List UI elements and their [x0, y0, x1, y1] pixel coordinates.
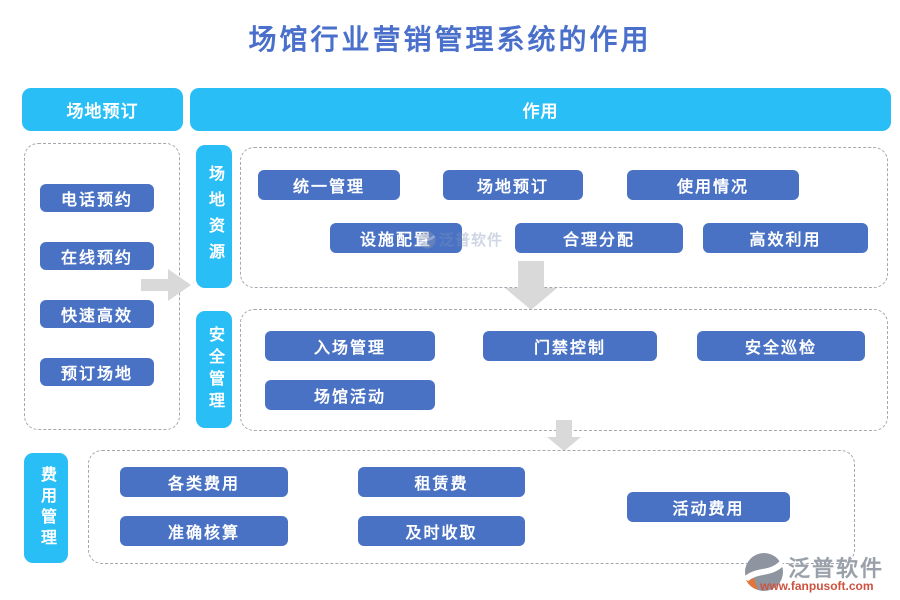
node-unified-management: 统一管理	[258, 170, 400, 200]
page-title: 场馆行业营销管理系统的作用	[248, 25, 652, 56]
node-book-venue: 预订场地	[40, 358, 154, 386]
node-rental-fee: 租赁费	[358, 467, 525, 497]
node-phone-booking: 电话预约	[40, 184, 154, 212]
label-fee-management: 费用管理	[24, 453, 68, 563]
brand-logo-icon	[744, 553, 784, 591]
node-entry-management: 入场管理	[265, 331, 435, 361]
node-timely-collection: 及时收取	[358, 516, 525, 546]
label-venue-resources: 场地资源	[196, 145, 232, 288]
safety-management-box	[240, 309, 888, 431]
node-accurate-accounting: 准确核算	[120, 516, 288, 546]
label-safety-management: 安全管理	[196, 311, 232, 428]
header-function: 作用	[190, 88, 891, 131]
node-reasonable-allocation: 合理分配	[515, 223, 683, 253]
node-various-fees: 各类费用	[120, 467, 288, 497]
node-safety-inspection: 安全巡检	[697, 331, 865, 361]
arrow-down-icon	[547, 420, 581, 451]
brand-name: 泛普软件	[788, 556, 885, 581]
arrow-down-icon	[505, 261, 557, 310]
node-online-booking: 在线预约	[40, 242, 154, 270]
fee-management-box	[88, 450, 855, 564]
node-venue-booking: 场地预订	[443, 170, 583, 200]
node-usage-status: 使用情况	[627, 170, 799, 200]
node-fast-efficient: 快速高效	[40, 300, 154, 328]
venue-resources-box	[240, 147, 888, 288]
header-venue-booking: 场地预订	[22, 88, 183, 131]
node-efficient-utilization: 高效利用	[703, 223, 868, 253]
brand-url: www.fanpusoft.com	[760, 579, 874, 593]
arrow-right-icon	[141, 269, 191, 301]
node-facility-config: 设施配置	[330, 223, 462, 253]
node-activity-fee: 活动费用	[627, 492, 790, 522]
brand-logo: 泛普软件 www.fanpusoft.com	[744, 550, 894, 595]
node-venue-activities: 场馆活动	[265, 380, 435, 410]
node-access-control: 门禁控制	[483, 331, 657, 361]
